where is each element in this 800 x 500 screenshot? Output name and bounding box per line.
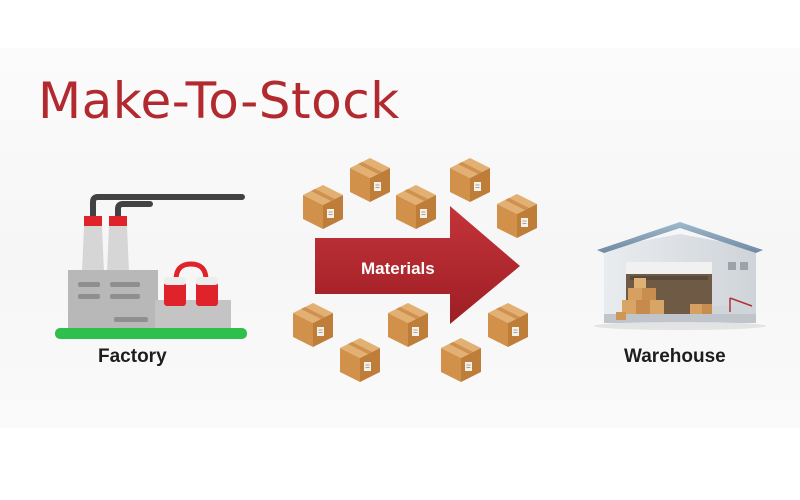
page-title: Make-To-Stock: [38, 72, 400, 130]
cardboard-box-icon: [339, 337, 381, 383]
cardboard-box-icon: [395, 184, 437, 230]
warehouse-label: Warehouse: [624, 346, 726, 367]
cardboard-box-icon: [449, 157, 491, 203]
factory-label: Factory: [98, 346, 167, 367]
cardboard-box-icon: [496, 193, 538, 239]
cardboard-box-icon: [292, 302, 334, 348]
cardboard-box-icon: [349, 157, 391, 203]
materials-label: Materials: [361, 259, 435, 278]
cardboard-box-icon: [387, 302, 429, 348]
factory-icon: [55, 194, 247, 339]
cardboard-box-icon: [302, 184, 344, 230]
cardboard-box-icon: [440, 337, 482, 383]
warehouse-icon: [594, 222, 766, 330]
cardboard-box-icon: [487, 302, 529, 348]
materials-arrow: [315, 206, 520, 324]
